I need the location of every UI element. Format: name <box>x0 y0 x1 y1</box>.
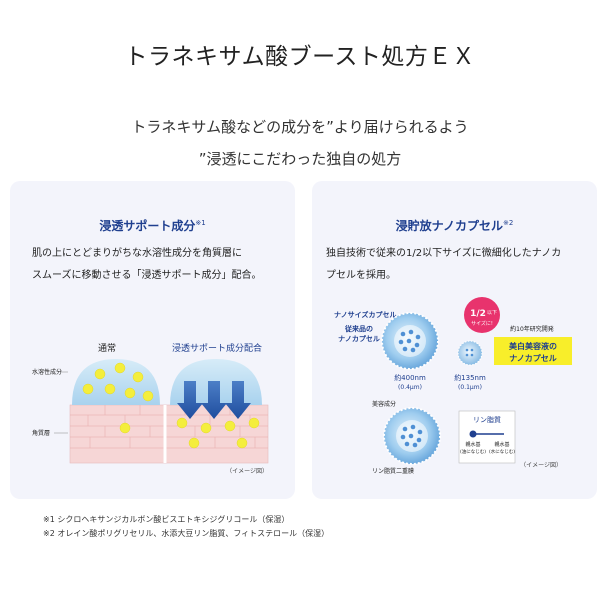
lead-line-2: ”浸透にこだわった独自の処方 <box>198 150 402 168</box>
card-title: 浸貯放ナノカプセル※2 <box>312 217 597 234</box>
legend-hydrophilic-1: 親水基 <box>465 441 480 448</box>
research-years: 約10年研究開発 <box>510 325 554 333</box>
particle <box>119 422 131 434</box>
particle <box>200 422 212 434</box>
particle <box>104 383 116 395</box>
particle <box>236 437 248 449</box>
nano-capsule <box>457 340 483 366</box>
size-old: 約400nm <box>394 373 426 382</box>
card-body-line-1: 肌の上にとどまりがちな水溶性成分を角質層に <box>32 248 242 259</box>
particle <box>82 383 94 395</box>
size-new-sub: (0.1μm) <box>458 384 482 391</box>
page-title: トラネキサム酸ブースト処方ＥＸ <box>124 44 476 70</box>
footnote-2: ※2 オレイン酸ポリグリセリル、水添大豆リン脂質、フィトステロール（保湿） <box>43 529 330 538</box>
highlight-line-2: ナノカプセル <box>509 353 557 363</box>
water-drop-normal <box>72 359 160 405</box>
label-conventional-2: ナノカプセル <box>338 334 380 343</box>
down-arrow-icon <box>201 381 227 419</box>
legend-lipophilic-1: 親水基 <box>494 441 509 448</box>
label-stratum-corneum: 角質層 <box>32 429 50 437</box>
particle <box>114 362 126 374</box>
legend-lipophilic-2: (水になじむ) <box>489 448 515 455</box>
image-note: （イメージ図） <box>226 468 268 475</box>
label-conventional-1: 従来品の <box>344 324 373 333</box>
card-body-line-2: プセルを採用。 <box>326 270 396 281</box>
card-description: 独自技術で従来の1/2以下サイズに微細化したナノカ プセルを採用。 <box>326 243 588 287</box>
particle <box>142 390 154 402</box>
down-arrow-icon <box>225 381 251 419</box>
label-normal: 通常 <box>98 342 116 354</box>
label-water-soluble: 水溶性成分 <box>32 368 62 376</box>
particle <box>248 417 260 429</box>
badge-below: 以下 <box>487 310 497 316</box>
particle <box>124 387 136 399</box>
penetration-illustration: 通常 浸透サポート成分配合 水溶性成分 角質層 <box>32 342 269 475</box>
down-arrow-icon <box>177 381 203 419</box>
half-size-badge <box>464 297 500 333</box>
lead-line-1: トラネキサム酸などの成分を”より届けられるよう <box>131 118 469 136</box>
nano-capsule-card: 浸貯放ナノカプセル※2 独自技術で従来の1/2以下サイズに微細化したナノカ プセ… <box>312 181 597 499</box>
phospholipid-legend <box>458 410 516 464</box>
card-body-line-2: スムーズに移動させる「浸透サポート成分」配合。 <box>32 270 262 281</box>
card-title-text: 浸透サポート成分 <box>99 219 196 233</box>
card-body-line-1: 独自技術で従来の1/2以下サイズに微細化したナノカ <box>326 248 562 259</box>
footnote-1: ※1 シクロヘキサンジカルボン酸ビスエトキシジグリコール（保湿） <box>43 515 290 524</box>
label-beauty-component: 美容成分 <box>372 400 396 408</box>
label-with-support: 浸透サポート成分配合 <box>172 342 262 354</box>
penetration-support-card: 浸透サポート成分※1 肌の上にとどまりがちな水溶性成分を角質層に スムーズに移動… <box>10 181 295 499</box>
badge-half: 1/2 <box>470 309 486 319</box>
card-title-mark: ※1 <box>195 219 206 227</box>
image-note: （イメージ図） <box>520 462 562 469</box>
size-old-sub: (0.4μm) <box>398 384 422 391</box>
nano-capsule-illustration: ナノサイズカプセル 従来品の ナノカプセル 約400nm (0.4μm) 約13… <box>334 297 572 475</box>
particle <box>94 368 106 380</box>
particle <box>188 437 200 449</box>
highlight-box <box>494 337 572 365</box>
particle <box>176 417 188 429</box>
particle <box>224 420 236 432</box>
size-new: 約135nm <box>454 373 486 382</box>
legend-hydrophilic-2: (油になじむ) <box>460 448 486 455</box>
label-nano-size: ナノサイズカプセル <box>334 310 396 319</box>
highlight-line-1: 美白美容液の <box>509 341 557 351</box>
badge-size: サイズに! <box>471 320 493 327</box>
card-title-mark: ※2 <box>503 219 514 227</box>
card-title-text: 浸貯放ナノカプセル <box>395 219 504 233</box>
particle <box>132 371 144 383</box>
legend-title: リン脂質 <box>473 415 501 424</box>
label-bilayer: リン脂質二重膜 <box>372 467 414 475</box>
card-description: 肌の上にとどまりがちな水溶性成分を角質層に スムーズに移動させる「浸透サポート成… <box>32 243 282 287</box>
card-title: 浸透サポート成分※1 <box>10 217 295 234</box>
